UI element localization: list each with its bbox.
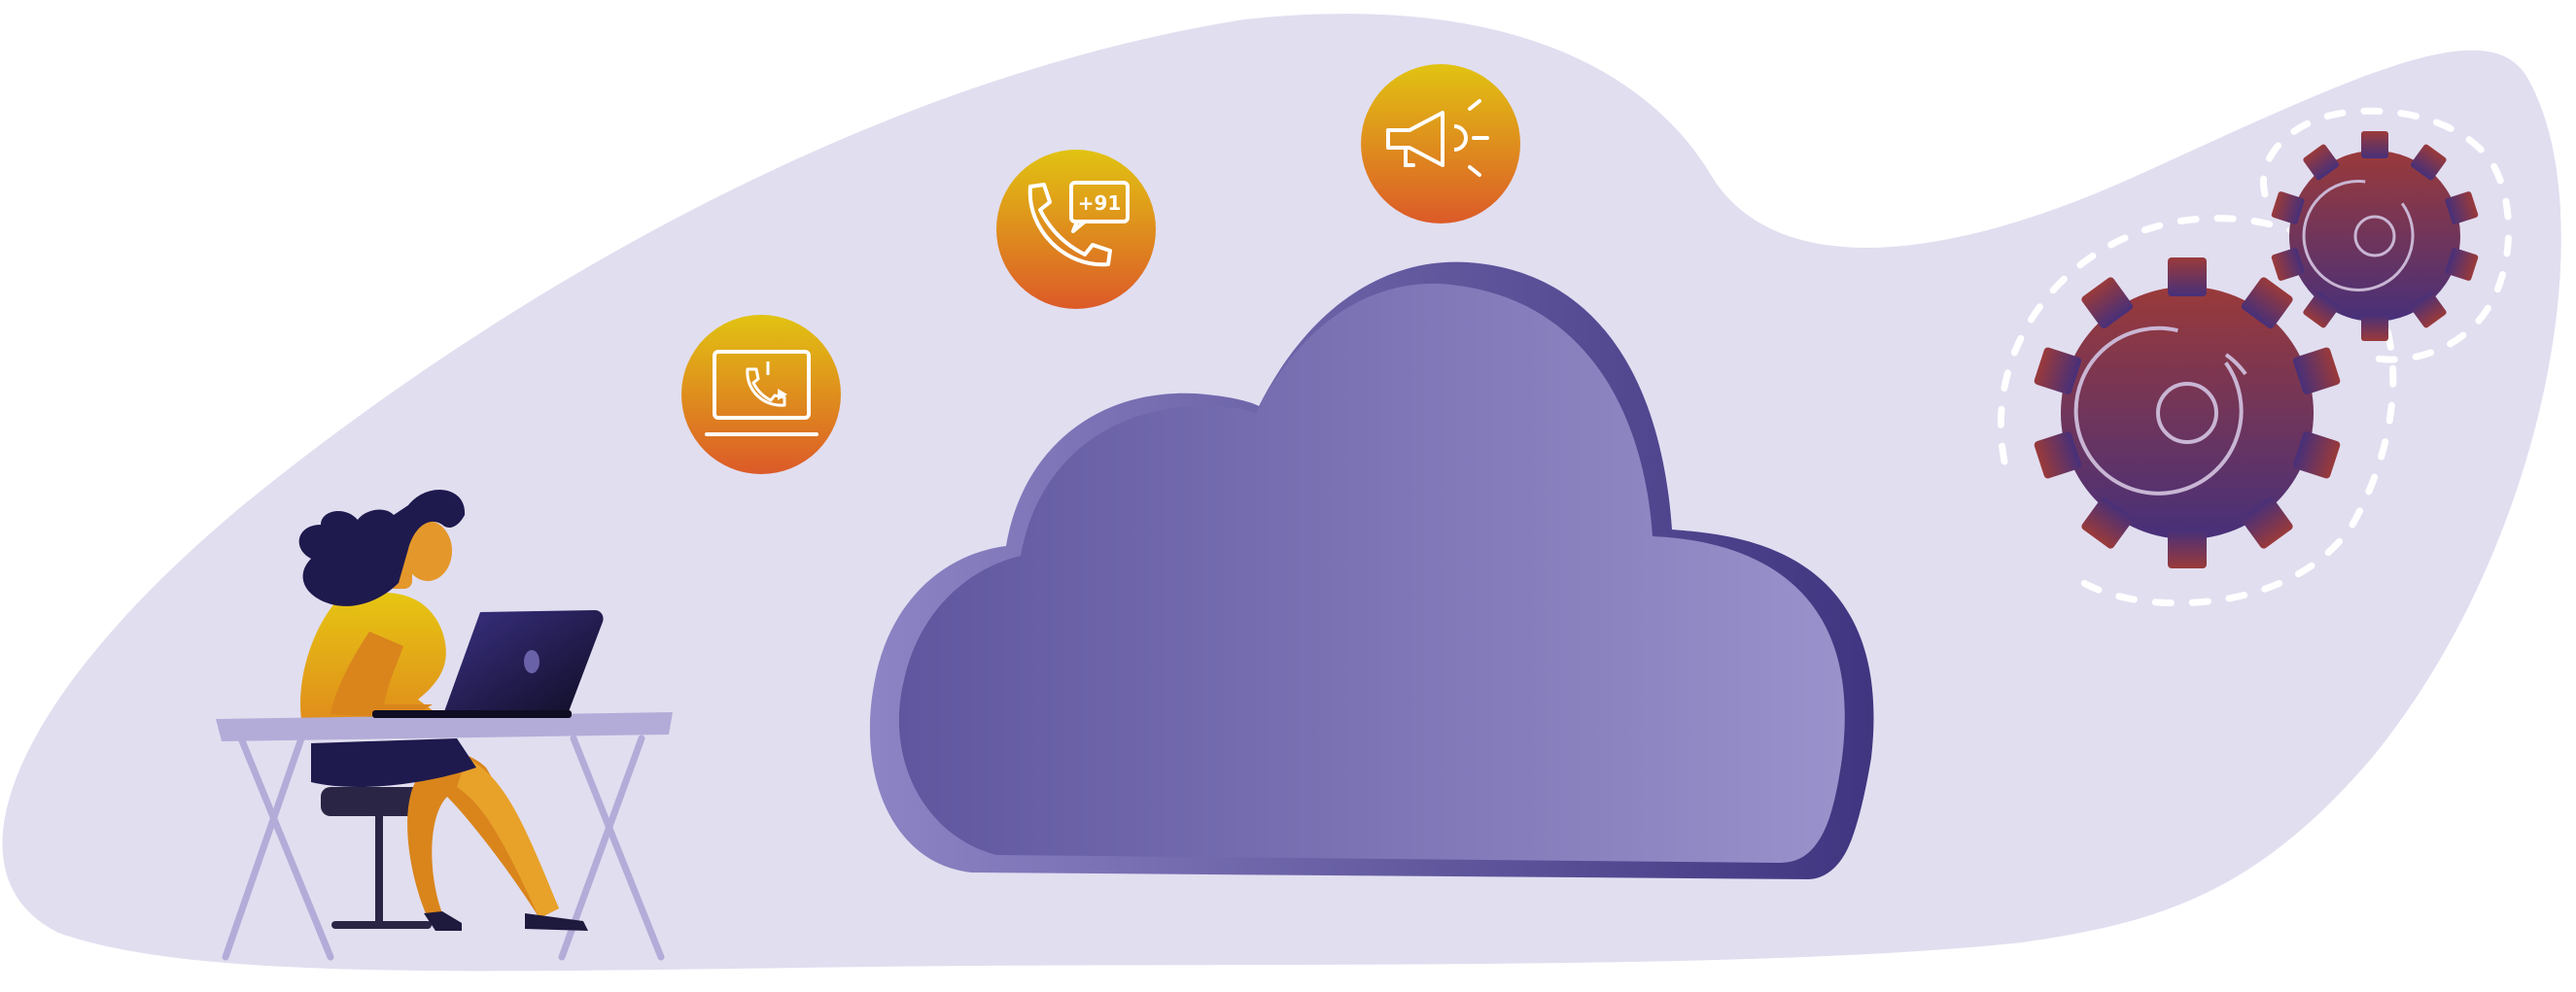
gear-icon [2271,131,2479,341]
person-at-desk [216,489,673,961]
desk-top [216,712,673,741]
cloud-shape [869,261,1874,879]
laptop [442,610,604,717]
phone-badge-text: +91 [1078,191,1122,215]
person-hair [298,489,466,606]
laptop-call-icon [681,315,841,474]
megaphone-icon [1361,64,1520,223]
phone-message-icon: +91 [996,150,1156,309]
gear-icon [2034,257,2341,568]
dashed-orbit-path [1997,107,2513,607]
